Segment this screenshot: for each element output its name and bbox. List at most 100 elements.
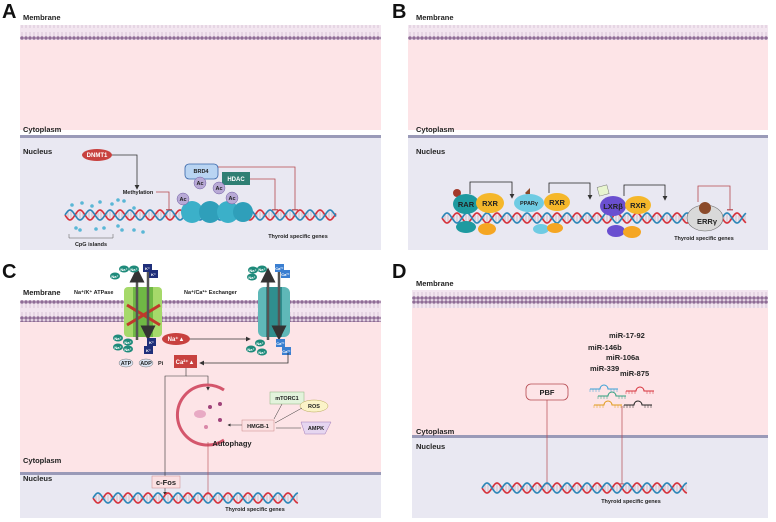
- membrane-label: Membrane: [416, 13, 454, 22]
- methyl-dot: [78, 228, 82, 232]
- methyl-dot: [132, 228, 136, 232]
- ion-square: [275, 264, 284, 272]
- ion-square: [143, 264, 152, 272]
- mirna-hairpin: [594, 400, 622, 406]
- svg-text:Ac: Ac: [215, 186, 222, 192]
- panel-letter: B: [392, 1, 406, 23]
- svg-text:Pi: Pi: [158, 361, 164, 367]
- sodium-ion: [255, 339, 265, 347]
- rar-label: RAR: [458, 200, 475, 209]
- ion-label: Na⁺: [111, 274, 118, 279]
- methylation-inhibit: [156, 191, 173, 211]
- svg-text:Na⁺▲: Na⁺▲: [168, 336, 185, 343]
- dna-strand: [481, 482, 688, 494]
- na-ca-exchanger-label: Na⁺/Ca²⁺ Exchanger: [184, 289, 238, 296]
- methyl-dot: [102, 226, 106, 230]
- dna-strand: [481, 482, 688, 494]
- genes-label: Thyroid specific genes: [225, 507, 285, 513]
- methyl-dot: [110, 202, 114, 206]
- methyl-dot: [94, 227, 98, 231]
- blocked-cross: [126, 303, 161, 327]
- lxr-label: LXRβ: [603, 202, 623, 211]
- panel-a: A Membrane Cytoplasm Nucleus DNMT1 Methy…: [2, 1, 381, 250]
- genes-label: Thyroid specific genes: [268, 234, 328, 240]
- mir-label: miR-875: [620, 369, 649, 378]
- sodium-ion: [113, 343, 123, 351]
- svg-text:Ac: Ac: [196, 181, 203, 187]
- dna-strand: [92, 492, 299, 504]
- panel-b: B Membrane Cytoplasm Nucleus RAR RXR PPA…: [392, 1, 768, 250]
- cfos-label: c-Fos: [156, 478, 176, 487]
- sodium-ion: [257, 265, 267, 273]
- hdac-box: [222, 172, 250, 185]
- ion-label: Ca²⁺: [282, 349, 291, 354]
- hdac-inhibit: [250, 178, 279, 211]
- ion-label: Ca²⁺: [276, 341, 285, 346]
- cytoplasm-label: Cytoplasm: [416, 427, 455, 436]
- mirna-hairpins: [589, 384, 654, 408]
- cytoplasm-label: Cytoplasm: [23, 125, 62, 134]
- sodium-ion: [129, 265, 139, 273]
- methyl-dot: [90, 204, 94, 208]
- genes-label: Thyroid specific genes: [674, 236, 734, 242]
- ion-label: K⁺: [151, 272, 156, 277]
- cytoplasm-label: Cytoplasm: [23, 456, 62, 465]
- methyl-dot: [141, 230, 145, 234]
- pbf-label: PBF: [540, 388, 555, 397]
- cpg-islands-label: CpG islands: [75, 242, 107, 248]
- svg-text:Ac: Ac: [228, 196, 235, 202]
- nucleus-label: Nucleus: [416, 147, 445, 156]
- ion-label: Na⁺: [258, 267, 265, 272]
- ion-label: Na⁺: [247, 347, 254, 352]
- membrane-band: [20, 25, 381, 40]
- mirna-hairpin: [624, 400, 652, 406]
- dna-helix: [481, 482, 688, 494]
- sodium-ion: [110, 272, 120, 280]
- ion-label: Na⁺: [124, 340, 131, 345]
- membrane-label: Membrane: [23, 13, 61, 22]
- methyl-dot: [116, 198, 120, 202]
- ros-label: ROS: [308, 404, 320, 410]
- ion-label: K⁺: [145, 266, 150, 271]
- cpg-methyl-dots: [70, 198, 145, 234]
- panel-c: C Membrane Na⁺/K⁺ ATPase Na⁺/Ca²⁺ Exchan…: [2, 261, 381, 518]
- ion-label: Na⁺: [114, 336, 121, 341]
- sodium-ion: [119, 265, 129, 273]
- ion-square: [281, 270, 290, 278]
- panel-d: D Membrane miR-17-92 miR-146b miR-106a m…: [392, 261, 768, 518]
- receptor-complexes: RAR RXR PPARγ RXR LXRβ RXR ERRγ: [453, 181, 734, 238]
- sodium-ion: [257, 348, 267, 356]
- ca-increase-badge: [174, 355, 197, 368]
- methyl-dot: [120, 228, 124, 232]
- mirna-hairpin: [598, 391, 626, 397]
- mirna-hairpin: [626, 386, 654, 392]
- svg-text:RXR: RXR: [549, 198, 565, 207]
- methylation-label: Methylation: [123, 190, 154, 196]
- mirna-hairpin: [590, 384, 618, 390]
- dnmt1-arrow: [112, 154, 140, 190]
- sodium-ion: [248, 266, 258, 274]
- panel-letter: D: [392, 261, 406, 283]
- ion-label: Na⁺: [248, 275, 255, 280]
- ion-label: Na⁺: [114, 345, 121, 350]
- ion-label: Ca²⁺: [281, 272, 290, 277]
- autophagy-label: Autophagy: [212, 439, 252, 448]
- methyl-dot: [98, 200, 102, 204]
- cytoplasm-label: Cytoplasm: [416, 125, 455, 134]
- membrane-label: Membrane: [23, 288, 61, 297]
- brd4-inhibit: [218, 166, 299, 211]
- ion-label: Na⁺: [124, 347, 131, 352]
- sodium-ion: [123, 338, 133, 346]
- svg-text:RXR: RXR: [630, 201, 646, 210]
- na-increase-badge: [162, 333, 190, 345]
- nuclear-envelope: [20, 135, 381, 138]
- hmgb1-label: HMGB-1: [247, 424, 269, 430]
- panel-letter: C: [2, 261, 16, 283]
- sodium-ion: [246, 345, 256, 353]
- ion-square: [147, 338, 156, 346]
- svg-text:Ca²⁺▲: Ca²⁺▲: [176, 359, 195, 366]
- mir-label: miR-17-92: [609, 331, 645, 340]
- nucleus-label: Nucleus: [23, 474, 52, 483]
- methyl-dot: [70, 203, 74, 207]
